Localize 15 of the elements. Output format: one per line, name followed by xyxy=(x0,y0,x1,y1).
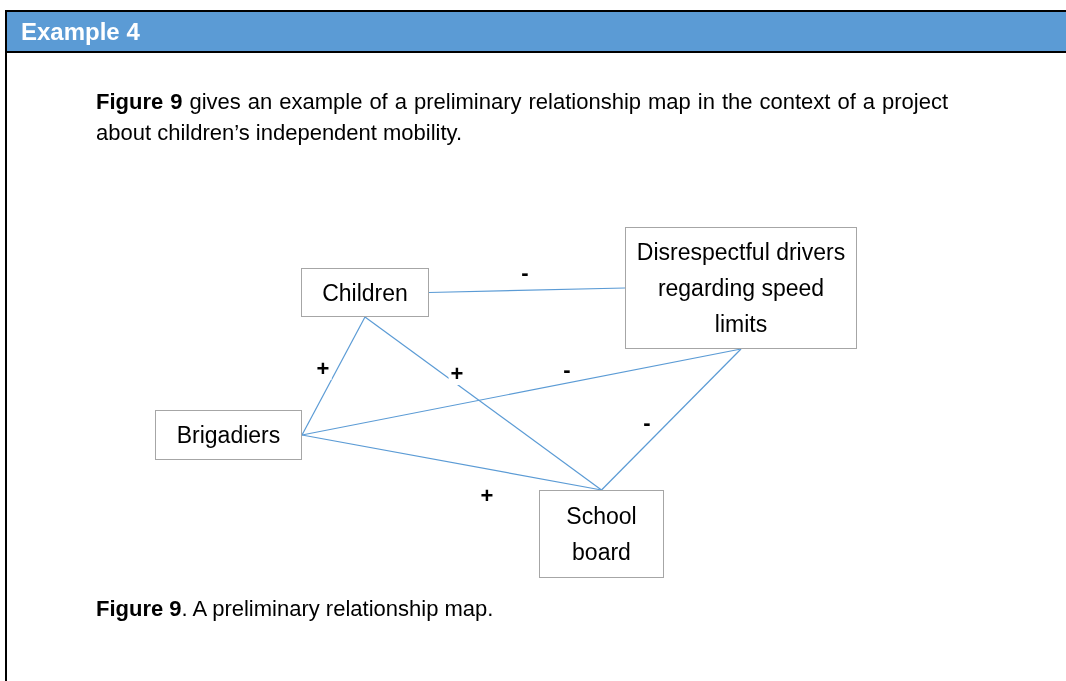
node-label: Children xyxy=(322,278,408,308)
entity-box xyxy=(155,410,302,460)
node-label: Brigadiers xyxy=(176,421,281,450)
connector-line xyxy=(301,316,366,436)
connector-line xyxy=(364,316,603,491)
example-title: Example 4 xyxy=(21,16,140,47)
node-label: School board xyxy=(565,502,638,567)
entity-box xyxy=(625,227,857,349)
figure-caption: Figure 9. A preliminary relationship map. xyxy=(96,595,494,623)
connector-line xyxy=(428,287,626,294)
intro-paragraph: Figure 9 gives an example of a preliminary relationship map in the context of a project about children’s independent mobility. xyxy=(96,88,948,147)
node-label: Disrespectful drivers regarding speed limits xyxy=(635,238,847,339)
entity-box xyxy=(301,268,429,317)
connector-line xyxy=(600,348,742,491)
entity-box xyxy=(539,490,664,578)
